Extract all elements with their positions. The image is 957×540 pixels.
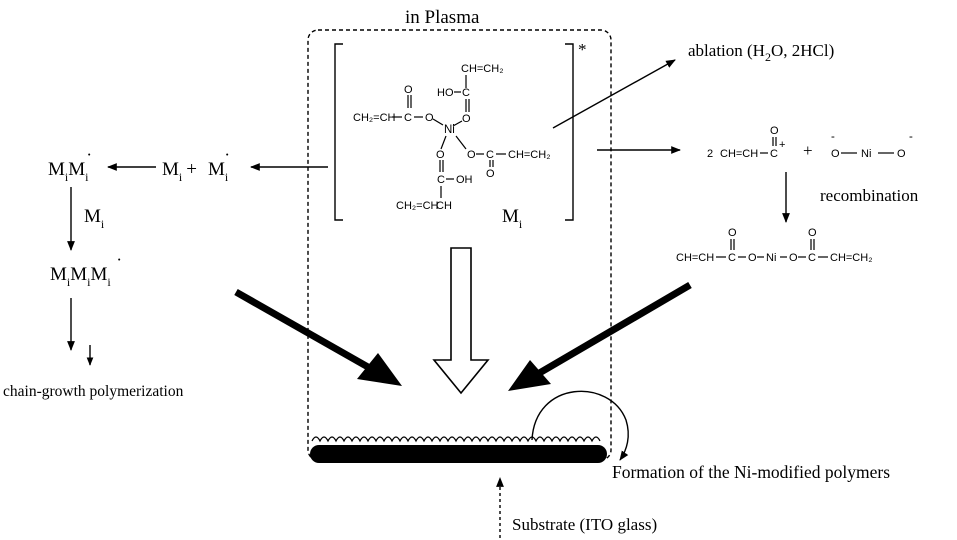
right-c: C bbox=[486, 149, 494, 161]
anion-ni: Ni bbox=[861, 148, 871, 160]
top-ho: HO bbox=[437, 87, 454, 99]
products-plus: + bbox=[803, 141, 813, 160]
left-c: C bbox=[404, 112, 412, 124]
hollow-deposition-arrow bbox=[432, 247, 490, 395]
left-o-carbonyl: O bbox=[404, 84, 413, 96]
right-deposition-arrow bbox=[508, 281, 692, 391]
bottom-c: C bbox=[437, 174, 445, 186]
monomer-mi-plus: Mi+ bbox=[162, 159, 197, 184]
acyl-oxygen: O bbox=[770, 125, 779, 137]
ni-atom: Ni bbox=[444, 124, 455, 136]
acyl-radical: 2 CH=CH C + O bbox=[707, 125, 785, 160]
trimer-radical: MiMiMi bbox=[50, 264, 111, 289]
radical-mi: Mi bbox=[208, 159, 229, 184]
top-vinyl: CH=CH₂ bbox=[461, 63, 503, 75]
right-o-carbonyl: O bbox=[486, 168, 495, 180]
anion-o-left: O bbox=[831, 148, 840, 160]
plasma-chamber-boundary bbox=[307, 29, 612, 461]
dimer-radical: MiMi bbox=[48, 159, 89, 184]
anion-charge-right: - bbox=[909, 131, 913, 143]
acyl-coefficient: 2 bbox=[707, 148, 713, 160]
substrate-bar bbox=[310, 445, 607, 463]
ablation-arrow bbox=[552, 59, 676, 129]
product-c2: C bbox=[808, 252, 816, 264]
acyl-carbon: C bbox=[770, 148, 778, 160]
product-left-vinyl: CH=CH bbox=[676, 252, 714, 264]
product-ni: Ni bbox=[766, 252, 776, 264]
monomer-label: Mi bbox=[502, 206, 523, 231]
acyl-vinyl: CH=CH bbox=[720, 148, 758, 160]
formation-arrow bbox=[531, 390, 629, 461]
bottom-oh: OH bbox=[456, 174, 473, 186]
product-o2: O bbox=[748, 252, 757, 264]
chain-growth-label: chain-growth polymerization bbox=[3, 383, 184, 400]
formation-label: Formation of the Ni-modified polymers bbox=[612, 462, 890, 482]
top-c: C bbox=[462, 87, 470, 99]
substrate-label: Substrate (ITO glass) bbox=[512, 515, 657, 534]
trimer-radical-dot: ˙ bbox=[116, 255, 122, 276]
ablation-label: ablation (H2O, 2HCl) bbox=[688, 41, 834, 64]
nickel-dioxide-anion: O - Ni O - bbox=[831, 131, 913, 160]
recombined-product: CH=CH C O O Ni O C O CH=CH₂ bbox=[676, 227, 872, 264]
acyl-charge: + bbox=[779, 139, 785, 151]
radical-mi-dot: ˙ bbox=[224, 150, 230, 171]
product-o1: O bbox=[728, 227, 737, 239]
in-plasma-label: in Plasma bbox=[405, 7, 480, 28]
left-vinyl: CH₂=CH bbox=[353, 112, 396, 124]
left-deposition-arrow bbox=[234, 288, 402, 386]
recombination-label: recombination bbox=[820, 186, 919, 205]
bottom-vinyl: CH₂=CH bbox=[396, 200, 439, 212]
product-o3: O bbox=[789, 252, 798, 264]
monomer-structure: Ni CH=CH₂ HO C O CH₂=CH C O O O C OH CH … bbox=[353, 63, 550, 212]
product-right-vinyl: CH=CH₂ bbox=[830, 252, 872, 264]
anion-o-right: O bbox=[897, 148, 906, 160]
product-c1: C bbox=[728, 252, 736, 264]
product-o4: O bbox=[808, 227, 817, 239]
right-o-ester: O bbox=[467, 149, 476, 161]
excited-state-asterisk: * bbox=[578, 40, 587, 59]
anion-charge-left: - bbox=[831, 131, 835, 143]
propagation-monomer: Mi bbox=[84, 206, 105, 231]
right-vinyl: CH=CH₂ bbox=[508, 149, 550, 161]
dimer-radical-dot: ˙ bbox=[86, 150, 92, 171]
bottom-o: O bbox=[436, 149, 445, 161]
ni-modified-polymer-film bbox=[311, 436, 601, 443]
top-o: O bbox=[462, 113, 471, 125]
monomer-bracket bbox=[334, 43, 574, 221]
left-o-ester: O bbox=[425, 112, 434, 124]
bottom-ch: CH bbox=[436, 200, 452, 212]
